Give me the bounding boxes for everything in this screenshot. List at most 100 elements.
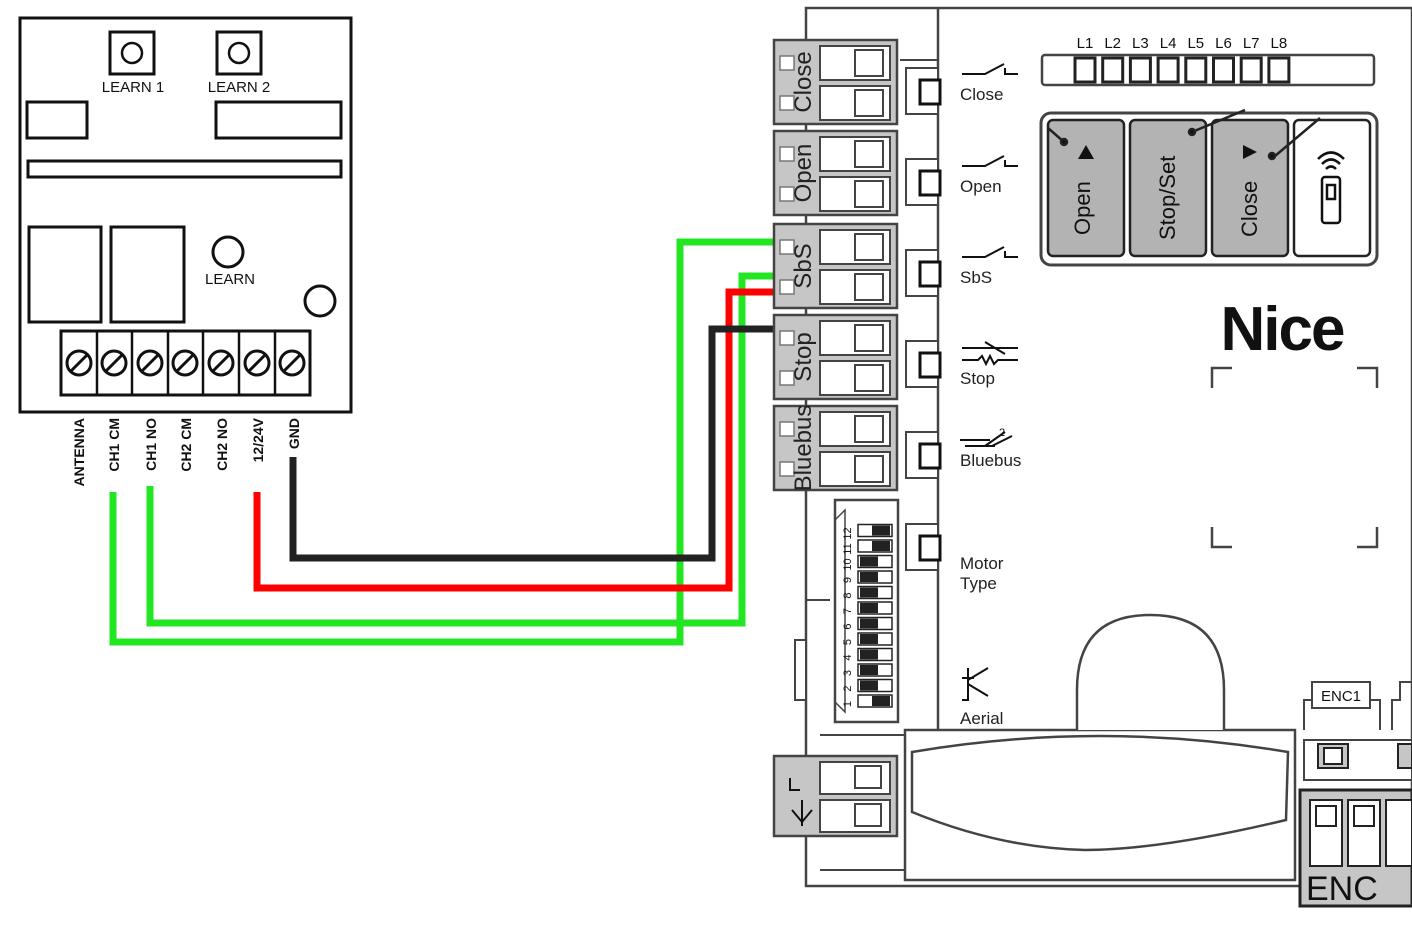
screw-icon <box>278 349 306 377</box>
led-l4: L4 <box>1156 35 1180 84</box>
lens-cover <box>910 734 1290 852</box>
relay-2 <box>109 225 186 324</box>
pin-label: GND <box>286 418 302 449</box>
svg-text:Open: Open <box>1070 181 1095 235</box>
remote-key[interactable] <box>1292 118 1372 258</box>
remote-icon <box>1317 151 1345 225</box>
header-socket <box>905 67 942 115</box>
dip-number: 1 <box>842 701 854 707</box>
led-label: L5 <box>1187 35 1204 52</box>
pin-label: 12/24V <box>250 417 266 462</box>
dip-switch-8[interactable]: 8 <box>842 585 893 600</box>
dip-switch-9[interactable]: 9 <box>842 570 893 584</box>
terminal-label: SbS <box>790 243 817 288</box>
terminal-label: Stop <box>790 332 817 381</box>
terminal-label: Bluebus <box>790 405 817 492</box>
aerial-icon <box>962 667 989 701</box>
dip-switch-6[interactable]: 6 <box>842 616 893 631</box>
pin-label: CH1 NO <box>143 418 159 471</box>
dip-switch-11[interactable]: 11 <box>842 539 893 555</box>
component-block <box>214 100 343 140</box>
wires <box>109 238 775 646</box>
header-socket <box>905 249 942 297</box>
terminal-plug-sbs: SbS <box>772 222 899 310</box>
enc-label: ENC <box>1306 870 1378 908</box>
close-key[interactable]: Close <box>1210 118 1290 258</box>
dip-switch-12[interactable]: 12 <box>842 523 893 540</box>
terminal-label: Close <box>790 51 817 112</box>
side-label-group: SbS <box>960 246 1018 287</box>
right-arrow-icon <box>1243 145 1257 159</box>
screw-icon <box>243 349 271 377</box>
dip-number: 10 <box>842 558 854 570</box>
led-l7: L7 <box>1239 35 1263 84</box>
component-strip <box>26 159 343 179</box>
dip-switch-7[interactable]: 7 <box>842 601 893 615</box>
dip-switch-10[interactable]: 10 <box>842 554 893 571</box>
learn-button[interactable] <box>211 235 245 269</box>
dip-switch-4[interactable]: 4 <box>842 647 893 662</box>
dip-number: 11 <box>842 543 854 554</box>
screw-icon <box>207 349 235 377</box>
side-label: Stop <box>960 369 995 388</box>
switch-icon <box>962 155 1018 167</box>
side-label: Close <box>960 85 1003 104</box>
dip-number: 7 <box>842 608 854 614</box>
pin-label: CH1 CM <box>106 418 122 472</box>
enc-section: ENC1 ENC <box>1298 681 1412 908</box>
dip-number: 8 <box>842 592 854 598</box>
side-label: Open <box>960 177 1002 196</box>
bluebus-number: 2 <box>999 427 1005 439</box>
led-label: L4 <box>1160 35 1177 52</box>
dip-number: 5 <box>842 639 854 645</box>
terminal-plug-bluebus: Bluebus <box>772 405 899 492</box>
side-label-group: Open <box>960 155 1018 196</box>
learn-label: LEARN <box>205 271 255 288</box>
aerial-plug <box>772 754 899 838</box>
stop-set-key[interactable]: Stop/Set <box>1128 118 1208 258</box>
led-l8: L8 <box>1267 35 1291 84</box>
display-window-corners <box>1210 366 1379 549</box>
led-l5: L5 <box>1184 35 1208 84</box>
wire-gnd-black <box>289 325 775 562</box>
learn2-label: LEARN 2 <box>208 79 271 96</box>
enc1-label: ENC1 <box>1321 688 1361 705</box>
dip-switch-2[interactable]: 2 <box>842 678 893 693</box>
screw-icon <box>136 349 164 377</box>
pin-label: CH2 NO <box>214 418 230 471</box>
learn2-button[interactable] <box>215 30 263 76</box>
switch-icon <box>962 63 1018 75</box>
dip-switch-3[interactable]: 3 <box>842 663 893 677</box>
learn1-button[interactable] <box>108 30 156 76</box>
dip-number: 6 <box>842 623 854 629</box>
screw-terminal-block <box>59 329 312 397</box>
led-label: L1 <box>1077 35 1094 52</box>
led-label: L6 <box>1215 35 1232 52</box>
dip-number: 2 <box>842 685 854 691</box>
up-arrow-icon <box>1078 145 1094 159</box>
switch-icon <box>962 246 1018 258</box>
header-socket <box>905 158 942 206</box>
terminal-label: Open <box>790 144 817 203</box>
dip-number: 9 <box>842 577 854 583</box>
open-key[interactable]: Open <box>1046 118 1126 258</box>
side-label-group: Stop <box>960 341 1018 388</box>
terminal-plug-stop: Stop <box>772 313 899 401</box>
dip-switch-1[interactable]: 1 <box>842 694 893 708</box>
dip-number: 12 <box>842 527 854 539</box>
brand-logo: Nice <box>1221 295 1344 364</box>
keypad: Open Stop/Set Close <box>1039 108 1379 267</box>
led-l2: L2 <box>1101 35 1125 84</box>
led-indicator <box>303 284 337 318</box>
led-l3: L3 <box>1128 35 1152 84</box>
stop-switch-icon <box>962 341 1018 367</box>
dip-switch-5[interactable]: 5 <box>842 632 893 646</box>
header-socket <box>905 340 942 388</box>
